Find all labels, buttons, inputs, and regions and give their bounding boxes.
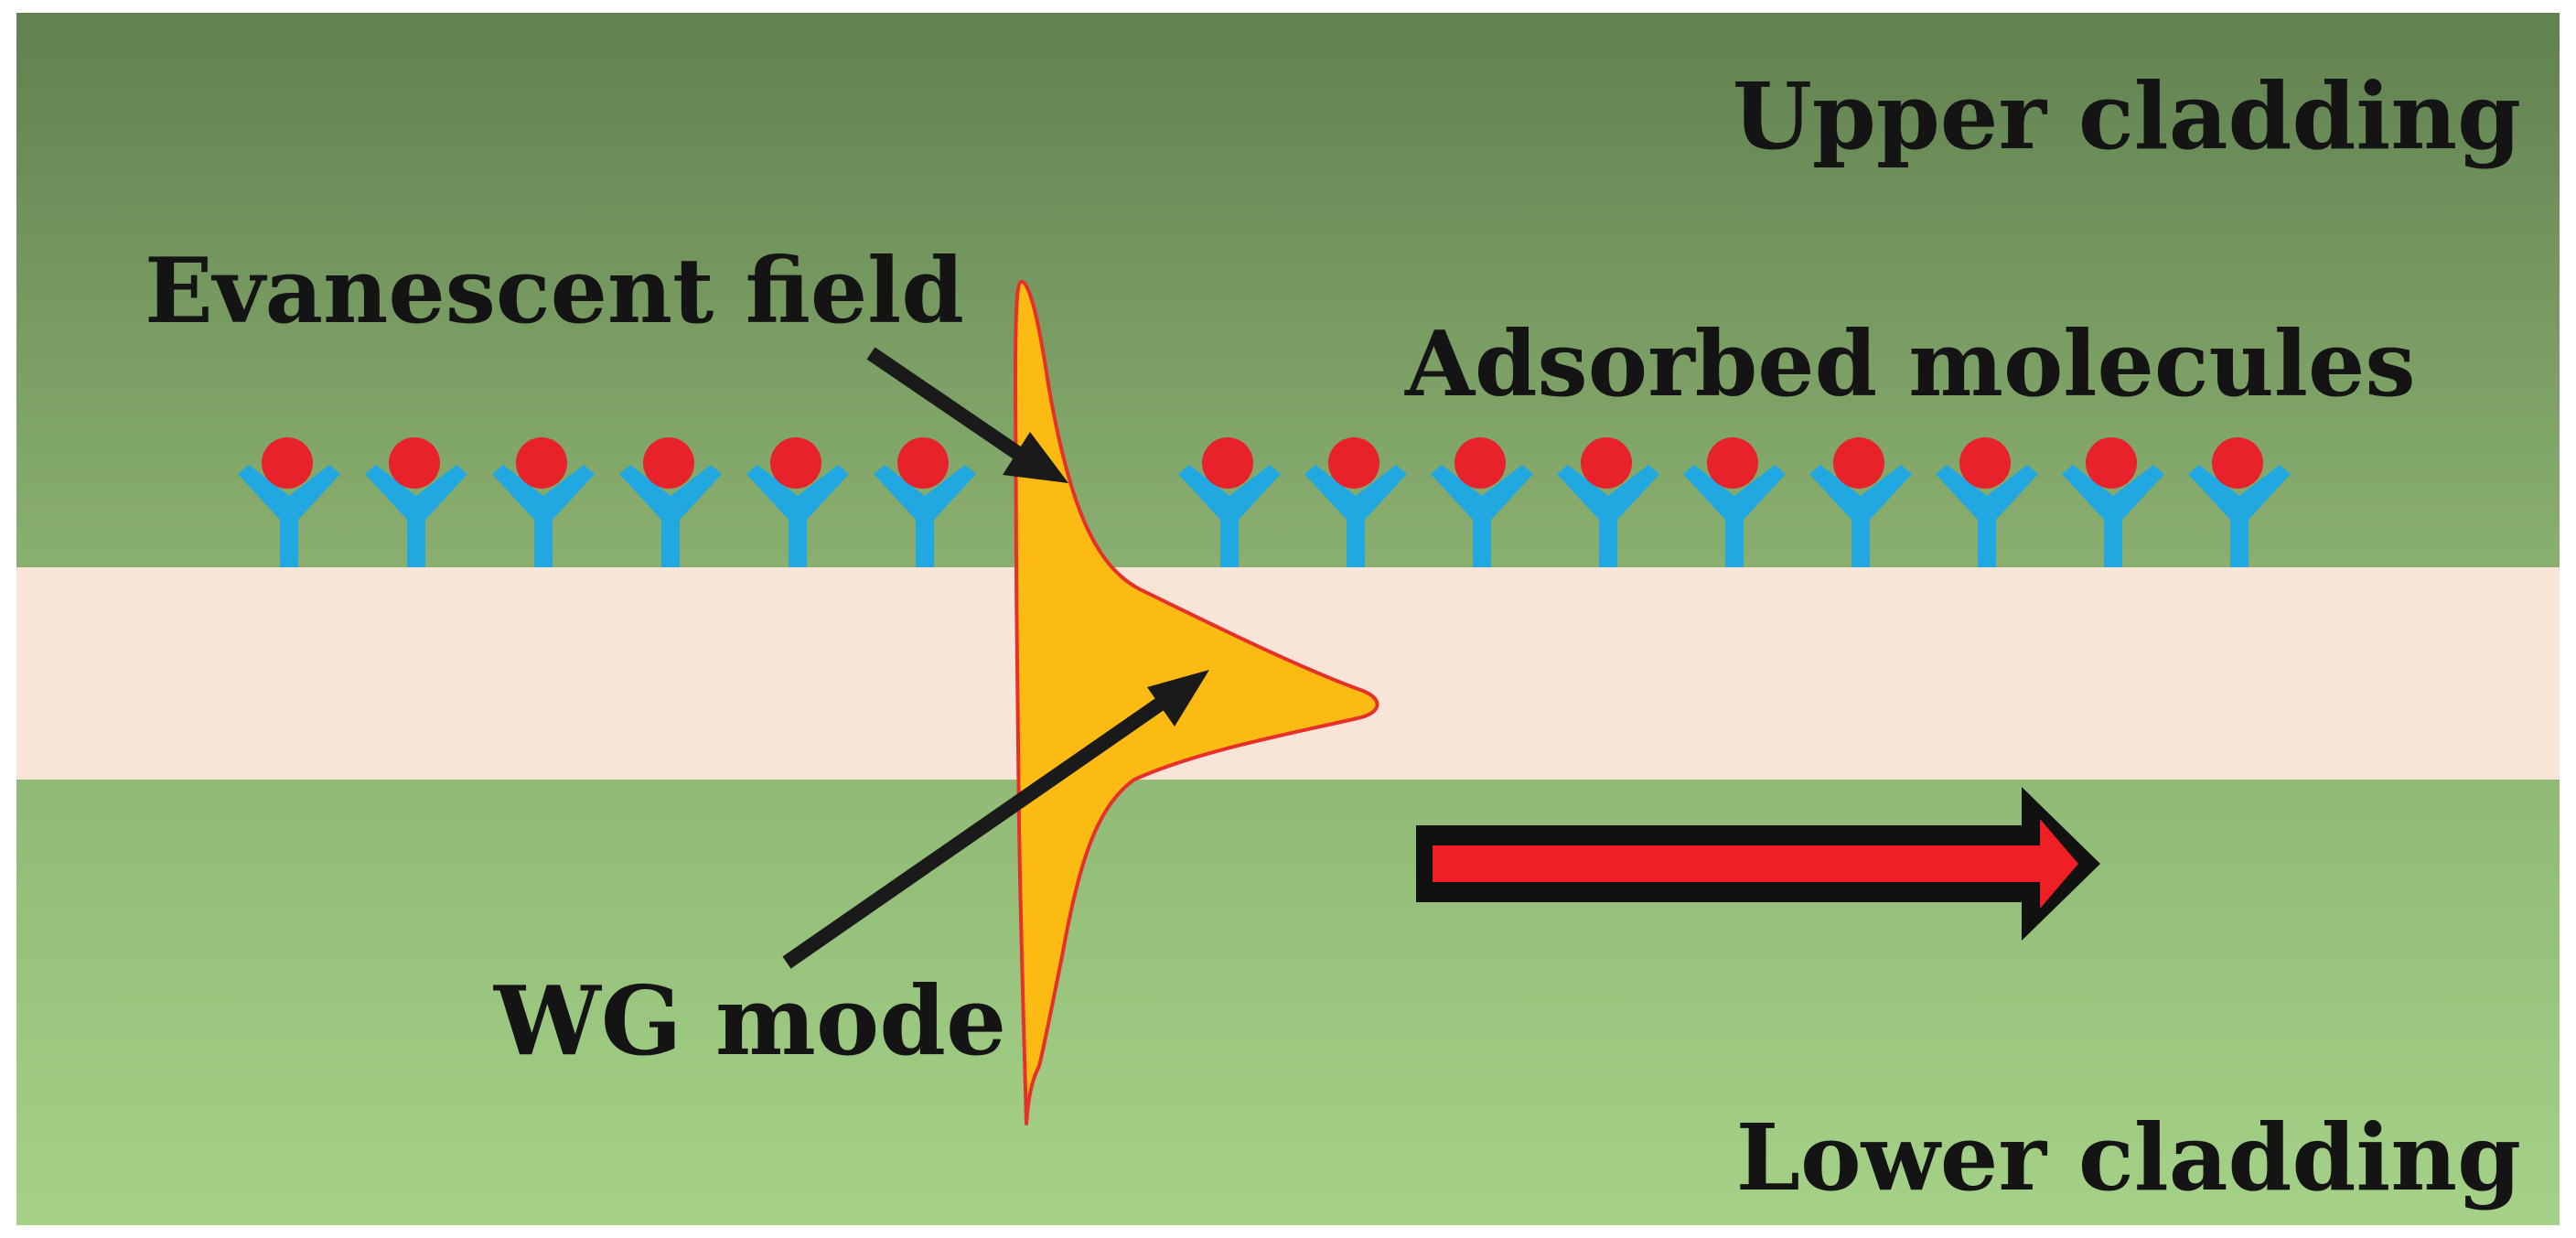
adsorbed-molecule (1178, 437, 1281, 567)
propagation-direction-arrow (1416, 787, 2100, 941)
molecule-head (516, 437, 567, 489)
wg-mode-label: WG mode (493, 964, 1006, 1077)
adsorbed-molecule (1304, 437, 1407, 567)
molecule-head (1328, 437, 1379, 489)
wg-mode-pointer-arrow (782, 670, 1209, 969)
adsorbed-molecule (1557, 437, 1659, 567)
lower-cladding-region (16, 780, 2560, 1225)
antibody-y-icon (746, 465, 849, 567)
adsorbed-molecule (1809, 437, 1912, 567)
molecule-head (2086, 437, 2137, 489)
upper-cladding-region (16, 13, 2560, 567)
antibody-y-icon (1683, 465, 1786, 567)
antibody-y-icon (238, 465, 340, 567)
adsorbed-molecule (492, 437, 595, 567)
adsorbed-molecule (2062, 437, 2164, 567)
adsorbed-molecule (746, 437, 849, 567)
antibody-y-icon (1431, 465, 1533, 567)
molecule-head (389, 437, 440, 489)
adsorbed-molecule (1431, 437, 1533, 567)
molecule-head (1202, 437, 1253, 489)
adsorbed-molecule (238, 437, 340, 567)
evanescent-field-label: Evanescent field (145, 239, 964, 344)
molecule-head (643, 437, 694, 489)
antibody-y-icon (365, 465, 467, 567)
antibody-y-icon (1304, 465, 1407, 567)
wg-mode-profile-shape (1014, 280, 1379, 1125)
upper-cladding-label: Upper cladding (1733, 62, 2521, 170)
molecule-head (1833, 437, 1884, 489)
evanescent-field-pointer-arrow (866, 347, 1068, 483)
adsorbed-molecule (1683, 437, 1786, 567)
molecule-head (1581, 437, 1632, 489)
molecule-head (1959, 437, 2011, 489)
antibody-y-icon (1809, 465, 1912, 567)
antibody-y-icon (1936, 465, 2038, 567)
antibody-y-icon (2062, 465, 2164, 567)
molecule-head (770, 437, 821, 489)
antibody-y-icon (1557, 465, 1659, 567)
adsorbed-molecule (2188, 437, 2291, 567)
molecule-head (897, 437, 949, 489)
adsorbed-molecule (874, 437, 976, 567)
adsorbed-molecules-label: Adsorbed molecules (1404, 312, 2416, 417)
molecule-head (262, 437, 313, 489)
molecule-head (1454, 437, 1506, 489)
antibody-y-icon (1178, 465, 1281, 567)
adsorbed-molecule (619, 437, 722, 567)
antibody-y-icon (492, 465, 595, 567)
molecule-head (1707, 437, 1758, 489)
adsorbed-molecule (365, 437, 467, 567)
antibody-y-icon (874, 465, 976, 567)
adsorbed-molecule (1936, 437, 2038, 567)
antibody-y-icon (2188, 465, 2291, 567)
lower-cladding-label: Lower cladding (1736, 1103, 2521, 1211)
antibody-y-icon (619, 465, 722, 567)
adsorbed-molecules-group (238, 437, 2291, 567)
molecule-head (2212, 437, 2263, 489)
